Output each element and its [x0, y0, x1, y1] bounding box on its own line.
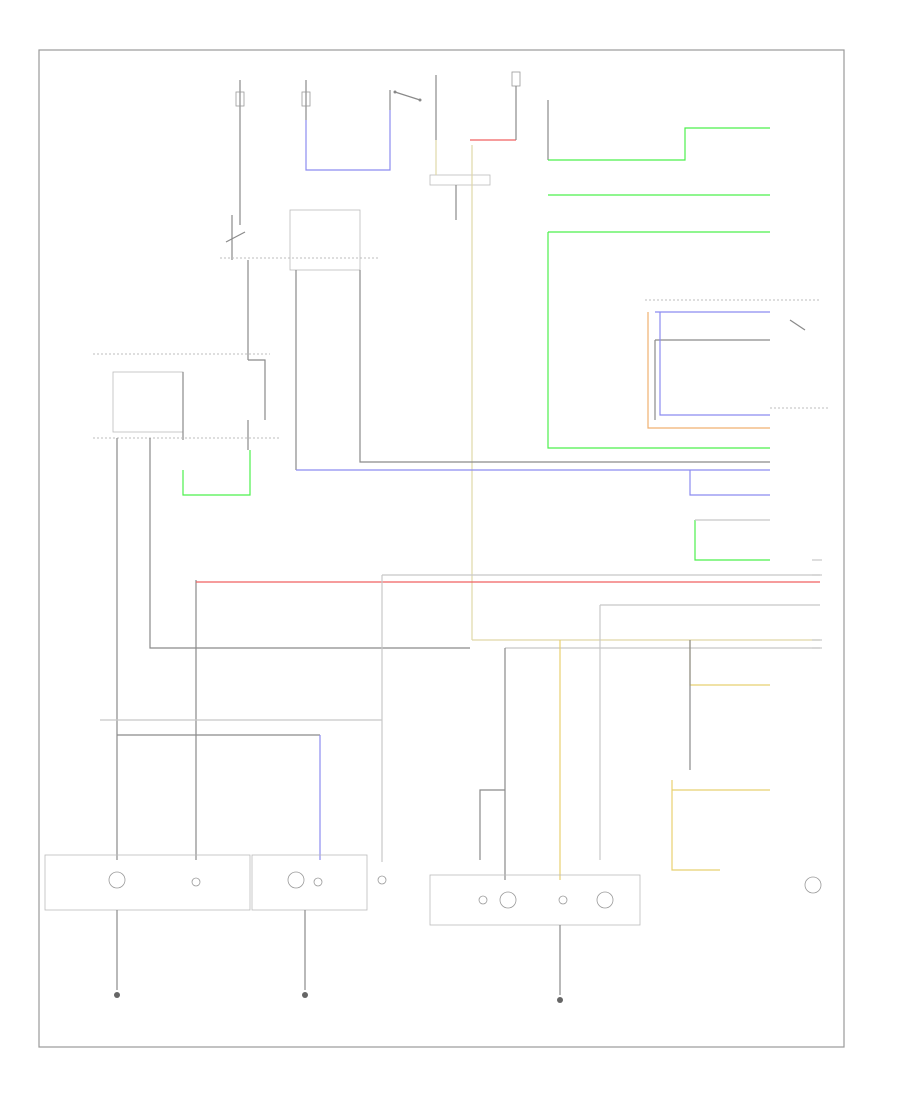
lamp-cluster-center — [429, 789, 641, 1003]
lower-bus — [472, 604, 820, 880]
lamp-cluster-left — [44, 719, 387, 998]
bulb-icon — [377, 875, 387, 885]
bulb-icon — [804, 876, 822, 894]
ground-icon — [114, 992, 120, 998]
bulb-icon — [287, 871, 305, 889]
right-connector-block — [645, 299, 830, 429]
ground-icon — [557, 997, 563, 1003]
green-feed-wires — [547, 127, 770, 561]
bulb-icon — [191, 877, 201, 887]
left-relay-unit — [93, 353, 280, 496]
bulb-icon — [313, 877, 323, 887]
bulb-icon — [478, 895, 488, 905]
bulb-icon — [108, 871, 126, 889]
junction-connector — [429, 174, 491, 186]
bulb-icon — [558, 895, 568, 905]
edge-connectors — [812, 559, 822, 649]
bulb-icon — [596, 891, 614, 909]
fuse-icon — [235, 91, 245, 107]
bulb-icon — [499, 891, 517, 909]
ground-icon — [302, 992, 308, 998]
top-power-section — [235, 71, 549, 640]
switch-icon — [393, 90, 422, 102]
relay-icon — [220, 209, 380, 271]
fuse-icon — [511, 71, 521, 87]
diagram-frame — [38, 49, 845, 1048]
fuse-icon — [301, 91, 311, 107]
